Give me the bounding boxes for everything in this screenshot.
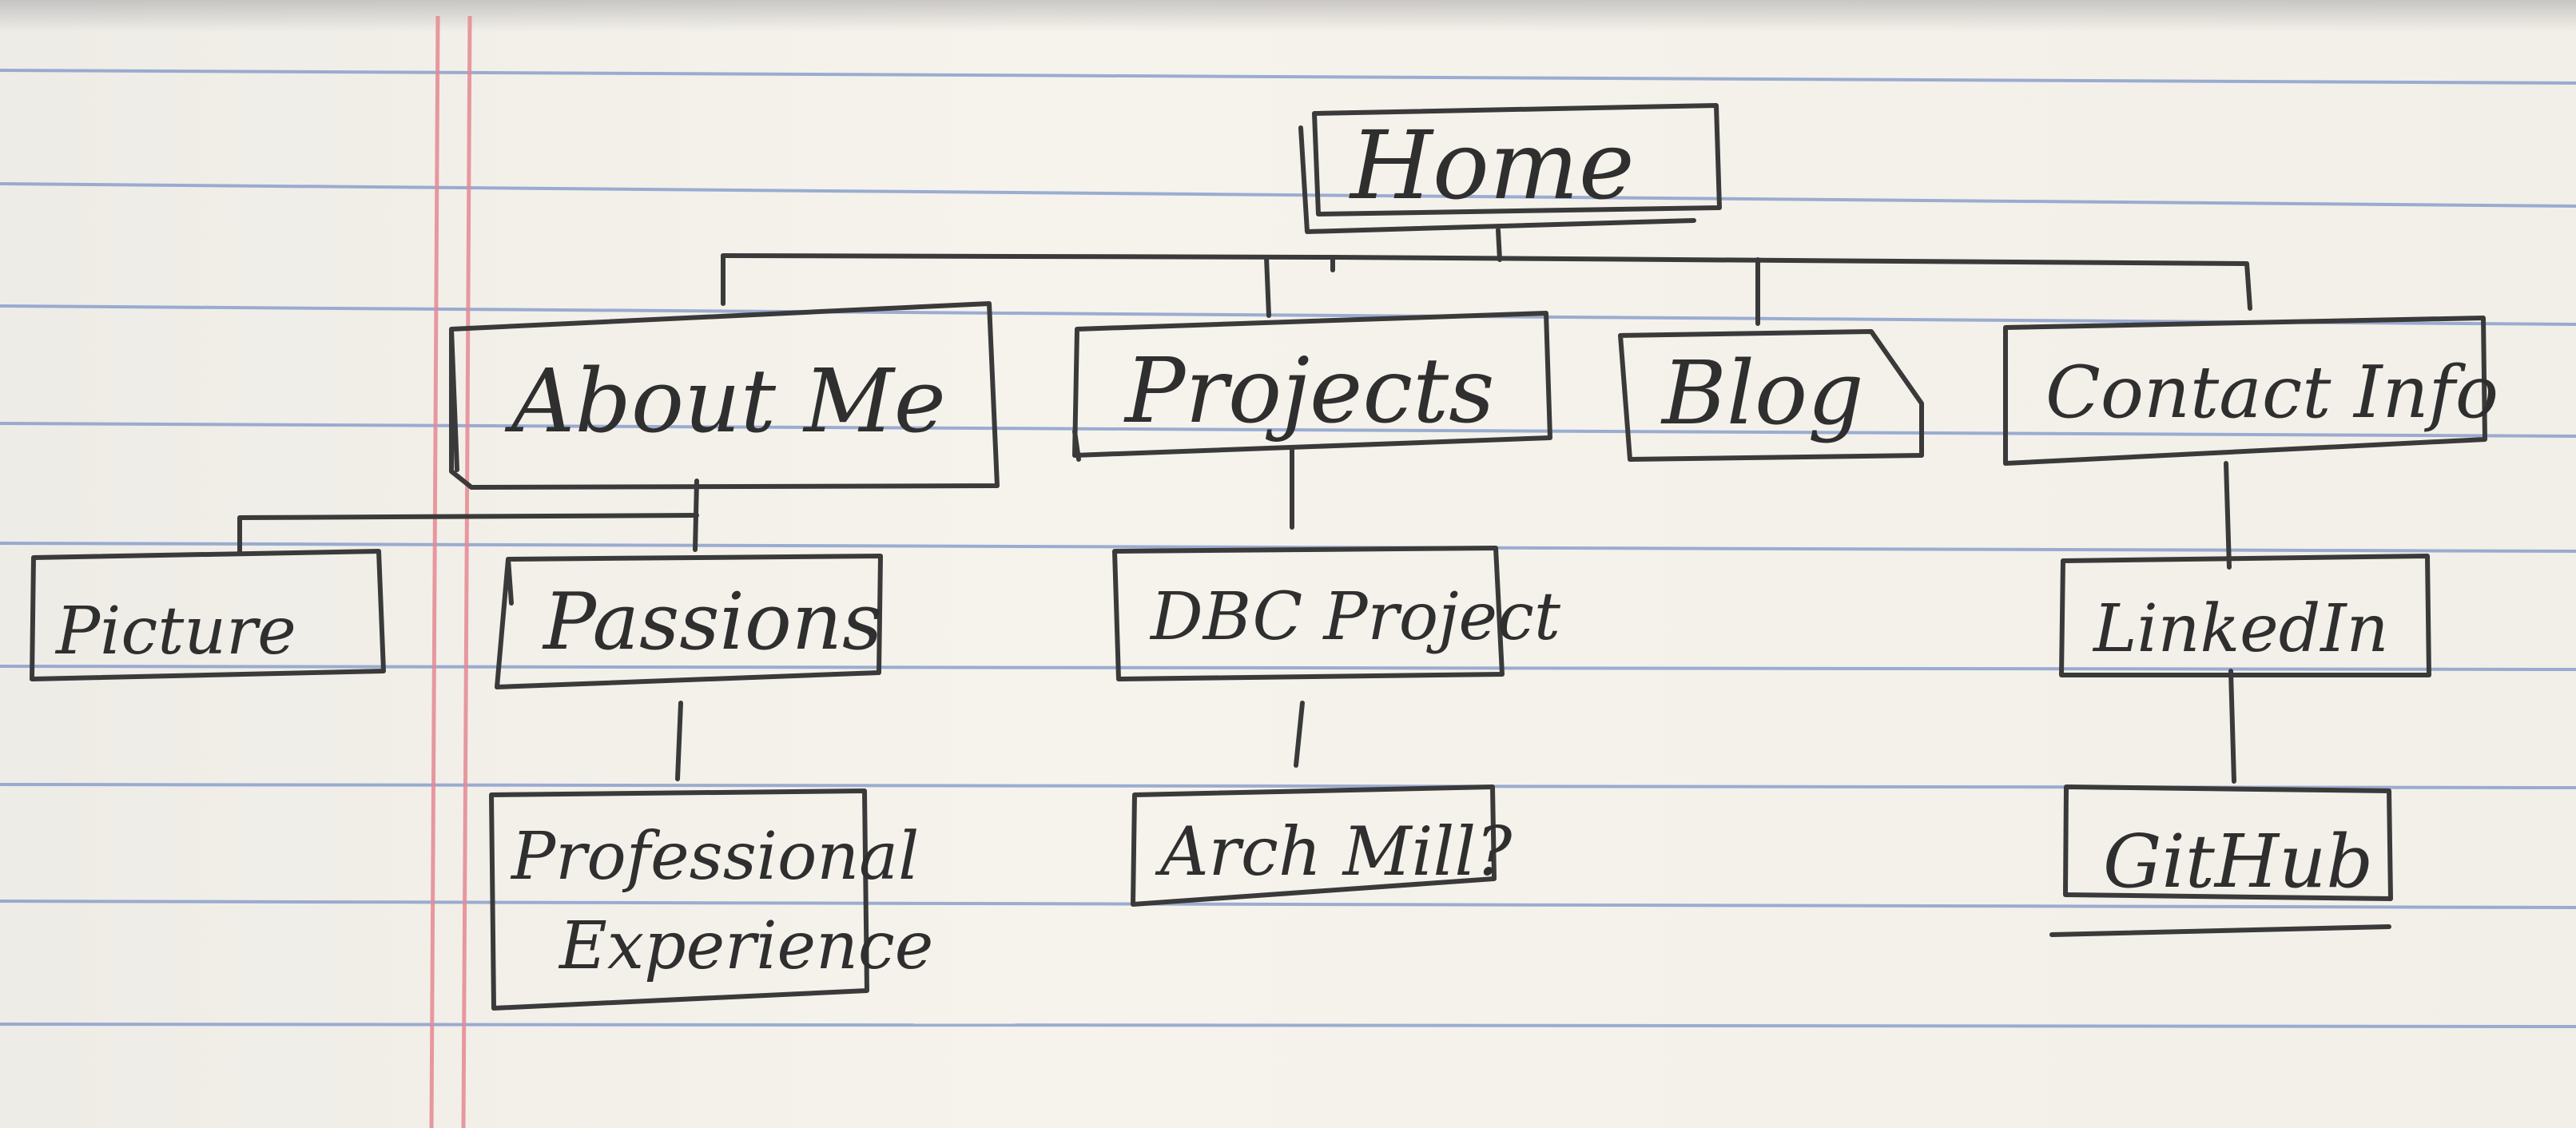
passions-label: Passions	[542, 577, 882, 668]
dbc-project-box	[1112, 546, 1505, 681]
contact-info-box	[2003, 316, 2487, 466]
github-label: GitHub	[2103, 819, 2373, 904]
connector-lines	[237, 228, 2252, 784]
picture-box	[30, 549, 386, 681]
blog-box	[1618, 329, 1924, 462]
home-box	[1298, 103, 1722, 234]
node-labels: Home About Me Projects Blog Contact Info…	[54, 110, 2498, 984]
blog-label: Blog	[1660, 342, 1864, 444]
dbc-project-label: DBC Project	[1149, 579, 1561, 655]
linkedin-box	[2059, 554, 2431, 677]
experience-label: Experience	[558, 908, 933, 984]
projects-label: Projects	[1123, 340, 1495, 443]
linkedin-label: LinkedIn	[2092, 591, 2388, 667]
contact-info-label: Contact Info	[2045, 351, 2498, 435]
github-box	[2049, 784, 2393, 937]
home-label: Home	[1349, 110, 1635, 220]
arch-mill-box	[1131, 784, 1497, 907]
professional-experience-box	[489, 788, 869, 1011]
arch-mill-label: Arch Mill?	[1155, 812, 1513, 891]
about-me-box	[449, 301, 1000, 490]
node-boxes	[30, 103, 2487, 1011]
passions-box	[495, 554, 883, 689]
ruled-lines	[0, 69, 2576, 1028]
picture-label: Picture	[54, 594, 296, 669]
about-me-label: About Me	[504, 350, 946, 452]
margin-lines	[429, 15, 472, 1128]
professional-label: Professional	[510, 819, 919, 895]
projects-box	[1072, 311, 1552, 462]
